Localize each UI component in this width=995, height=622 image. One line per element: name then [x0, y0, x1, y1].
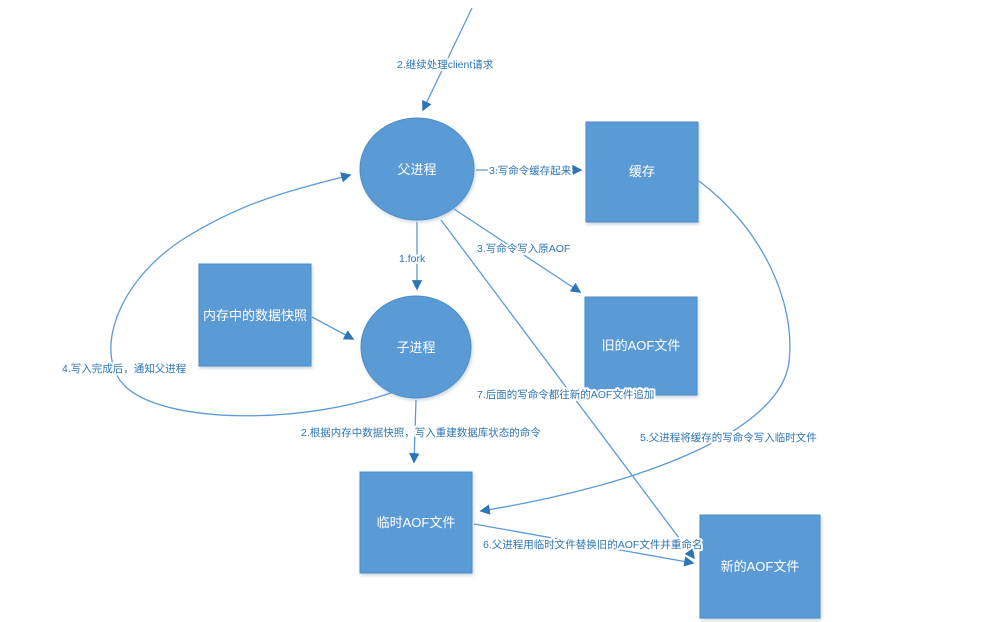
- nodes: 父进程 缓存 内存中的数据快照 子进程 旧的AOF文件 临时AOF文件: [198, 117, 821, 619]
- edge-replace-and-rename-line: [473, 523, 695, 567]
- child-process-label: 子进程: [396, 340, 435, 355]
- node-temp-aof-file: 临时AOF文件: [359, 471, 473, 574]
- node-child-process: 子进程: [360, 295, 472, 399]
- node-parent-process: 父进程: [359, 117, 475, 221]
- edge-write-cached-to-temp-curve: [479, 180, 791, 515]
- temp-aof-file-label: 临时AOF文件: [377, 515, 456, 530]
- cache-label: 缓存: [629, 164, 655, 179]
- edge-label-replace-and-rename: 6.父进程用临时文件替换旧的AOF文件并重命名: [483, 538, 702, 551]
- edge-label-notify-parent: 4.写入完成后，通知父进程: [62, 362, 187, 375]
- new-aof-file-rect: [699, 514, 821, 619]
- node-new-aof-file: 新的AOF文件: [699, 514, 821, 619]
- edge-label-rebuild-db-commands: 2.根据内存中数据快照，写入重建数据库状态的命令: [301, 426, 541, 439]
- edge-label-cache-write-commands: 3.写命令缓存起来: [489, 164, 572, 177]
- edge-label-write-cached-to-temp: 5.父进程将缓存的写命令写入临时文件: [640, 431, 817, 444]
- edge-client-requests-line: [422, 7, 473, 112]
- edge-label-append-to-new-aof: 7.后面的写命令都往新的AOF文件追加: [477, 388, 654, 401]
- edge-label-fork: 1.fork: [399, 253, 426, 265]
- parent-process-label: 父进程: [397, 162, 436, 177]
- edge-rebuild-db-commands-line: [409, 399, 420, 464]
- node-memory-snapshot: 内存中的数据快照: [198, 263, 312, 367]
- connectors: [110, 7, 791, 567]
- edge-notify-parent-curve: [110, 172, 397, 417]
- edge-label-write-original-aof: 3.写命令写入原AOF: [477, 242, 570, 255]
- new-aof-file-label: 新的AOF文件: [721, 559, 800, 574]
- edge-append-to-new-aof-line: [440, 219, 695, 560]
- edge-write-original-aof-line: [453, 208, 582, 293]
- old-aof-file-rect: [584, 296, 698, 396]
- old-aof-file-label: 旧的AOF文件: [602, 338, 681, 353]
- edge-labels: 2.继续处理client请求 3.写命令缓存起来 1.fork 3.写命令写入原…: [60, 56, 819, 553]
- parent-process-ellipse: [359, 117, 475, 221]
- edge-snapshot-to-child-line: [311, 316, 355, 340]
- edge-label-client-requests: 2.继续处理client请求: [397, 58, 494, 71]
- node-old-aof-file: 旧的AOF文件: [584, 296, 698, 396]
- cache-rect: [585, 121, 699, 223]
- temp-aof-file-rect: [359, 471, 473, 574]
- memory-snapshot-label: 内存中的数据快照: [203, 308, 307, 323]
- memory-snapshot-rect: [198, 263, 312, 367]
- child-process-ellipse: [360, 295, 472, 399]
- node-cache: 缓存: [585, 121, 699, 223]
